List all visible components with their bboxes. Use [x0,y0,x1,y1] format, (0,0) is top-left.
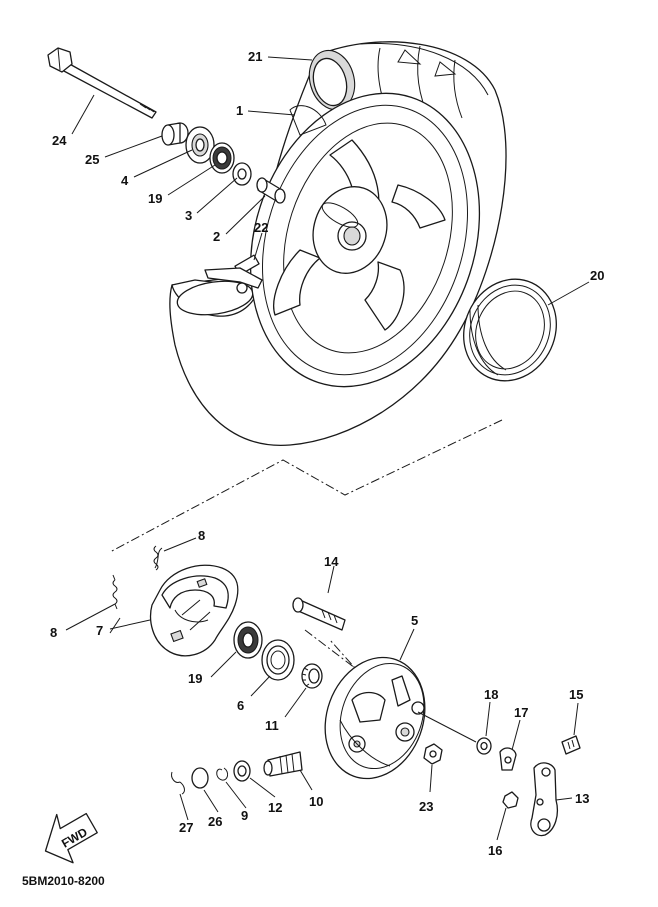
callout-26: 26 [208,814,222,829]
callout-20: 20 [590,268,604,283]
callout-19b: 19 [188,671,202,686]
alignment-line-upper [109,419,503,553]
leader-lines [65,56,590,841]
seal-26 [191,767,209,789]
callout-11: 11 [265,718,279,733]
brake-shoe-7 [149,564,239,657]
callout-7: 7 [96,623,103,638]
shaft-14 [292,597,346,631]
diagram-code: 5BM2010-8200 [22,874,105,888]
callout-27: 27 [179,820,193,835]
washer-18 [476,737,492,755]
callout-19a: 19 [148,191,162,206]
axle-24 [47,47,157,119]
bolt-15 [561,735,581,755]
callout-22: 22 [254,220,268,235]
washer-12 [233,760,251,782]
callout-5: 5 [411,613,418,628]
collar-25 [161,122,189,146]
callout-8a: 8 [198,528,205,543]
callout-8b: 8 [50,625,57,640]
fwd-arrow-icon: FWD [44,812,98,864]
callout-21: 21 [248,49,262,64]
callout-1: 1 [236,103,243,118]
spacer-2 [256,177,286,204]
oil-seal-4 [185,126,215,164]
callout-13: 13 [575,791,589,806]
callout-23: 23 [419,799,433,814]
callout-labels: 21 1 24 25 4 19 3 2 22 20 8 8 7 19 6 11 … [50,49,604,858]
brake-shoe-plate-5 [324,656,426,780]
washer-3 [232,162,252,186]
oil-seal-6 [261,639,295,681]
clip-27 [171,771,185,795]
callout-10: 10 [309,794,323,809]
cam-lever-13 [530,762,559,837]
callout-3: 3 [185,208,192,223]
callout-17: 17 [514,705,528,720]
circlip-9 [216,767,229,781]
valve-22 [204,254,263,294]
bearing-19-lower [233,621,263,659]
callout-9: 9 [241,808,248,823]
indicator-plate-17 [499,747,517,771]
camshaft-10 [263,751,303,777]
callout-14: 14 [324,554,339,569]
callout-25: 25 [85,152,99,167]
callout-12: 12 [268,800,282,815]
bearing-19-upper [209,142,235,174]
callout-2: 2 [213,229,220,244]
callout-6: 6 [237,698,244,713]
alignment-line-lower [304,629,356,669]
gear-11 [301,663,323,689]
spring-8-b [112,574,118,610]
callout-24: 24 [52,133,67,148]
ring-20 [463,278,557,382]
nut-23 [423,743,443,765]
tire-wheel-assembly [169,41,507,446]
callout-16: 16 [488,843,502,858]
nut-16 [502,791,519,809]
callout-4: 4 [121,173,129,188]
callout-15: 15 [569,687,583,702]
spring-8-a [153,545,163,571]
callout-18: 18 [484,687,498,702]
